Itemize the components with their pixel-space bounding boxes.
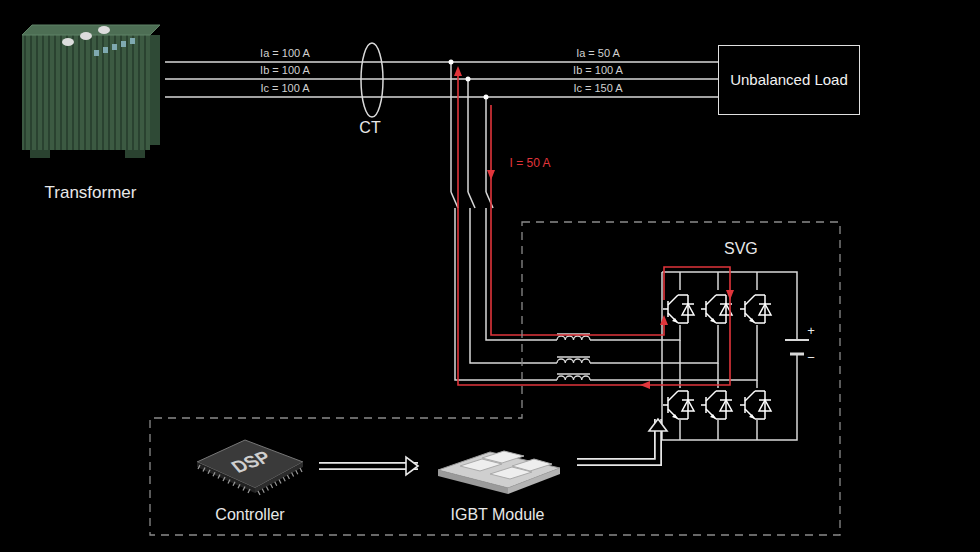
svg-region: SVG: [522, 222, 840, 418]
inductors: [557, 334, 590, 380]
annotation-label: +: [807, 324, 815, 337]
inductor-core: [557, 373, 590, 374]
transformer-illustration: [22, 25, 160, 158]
igbt-symbols: [663, 295, 771, 419]
compensation-current-path: [458, 72, 730, 385]
igbt-module-illustration: [420, 432, 575, 504]
node-text: Transformer: [45, 183, 137, 203]
current-arrowheads: [454, 66, 734, 389]
annotation-label: Ic = 150 A: [573, 83, 622, 94]
transformer-node: Transformer: [8, 15, 173, 205]
igbt-module-node: IGBT Module: [420, 432, 575, 528]
annotation-label: I = 50 A: [509, 157, 550, 169]
annotation-label: Ic = 100 A: [260, 83, 309, 94]
load-box: Unbalanced Load: [718, 45, 860, 115]
inductor-coil: [557, 359, 590, 363]
node-text: SVG: [724, 240, 758, 258]
annotation-label: Ib = 100 A: [573, 65, 623, 76]
node-text: Controller: [215, 506, 284, 524]
signal-arrow: [577, 419, 667, 462]
inductor-coil: [557, 336, 590, 340]
phase-lines: [165, 62, 718, 97]
annotation-label: CT: [359, 120, 380, 136]
controller-node: DSPController: [185, 432, 315, 528]
annotation-label: Ia = 50 A: [576, 48, 620, 59]
annotation-label: Ia = 100 A: [260, 48, 310, 59]
tap-dots: [449, 60, 489, 100]
igbt-bridge: [662, 272, 809, 440]
current-transformer: [361, 43, 383, 117]
inductor-core: [557, 356, 590, 357]
dashed-enclosure: [150, 222, 840, 535]
annotation-label: −: [807, 351, 815, 364]
inductor-coil: [557, 376, 590, 380]
node-text: Unbalanced Load: [719, 70, 859, 90]
signal-arrow: [319, 457, 418, 475]
annotation-label: Ib = 100 A: [260, 65, 310, 76]
branch-wires: [451, 62, 757, 380]
node-text: IGBT Module: [451, 506, 545, 524]
